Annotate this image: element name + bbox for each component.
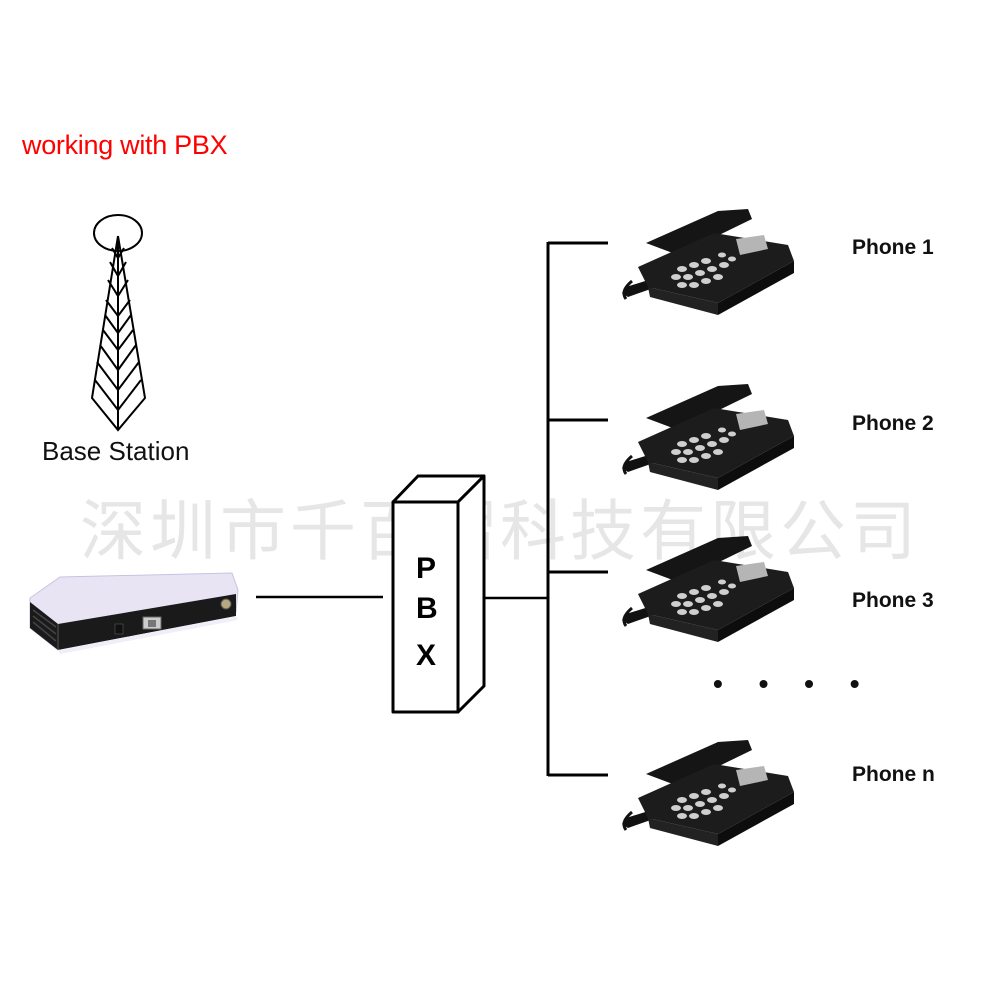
base-station-label: Base Station [42,436,190,466]
pbx-letter-b: B [416,592,438,625]
pbx-letter-x: X [416,639,436,672]
diagram-title: working with PBX [22,130,228,160]
phone-2-icon [620,382,796,492]
phone-3-label: Phone 3 [852,589,934,612]
phone-3-icon [620,534,796,644]
more-phones-ellipsis: • • • • [713,668,874,699]
antenna-tower-icon [90,214,147,432]
phone-1-label: Phone 1 [852,236,934,259]
phone-n-label: Phone n [852,763,935,786]
phone-2-label: Phone 2 [852,412,934,435]
fixed-wireless-terminal-icon [29,572,239,654]
pbx-box [391,474,486,714]
phone-n-icon [620,738,796,848]
phone-1-icon [620,207,796,317]
pbx-letter-p: P [416,552,436,585]
watermark: 深圳市千百熠科技有限公司 [80,493,920,570]
